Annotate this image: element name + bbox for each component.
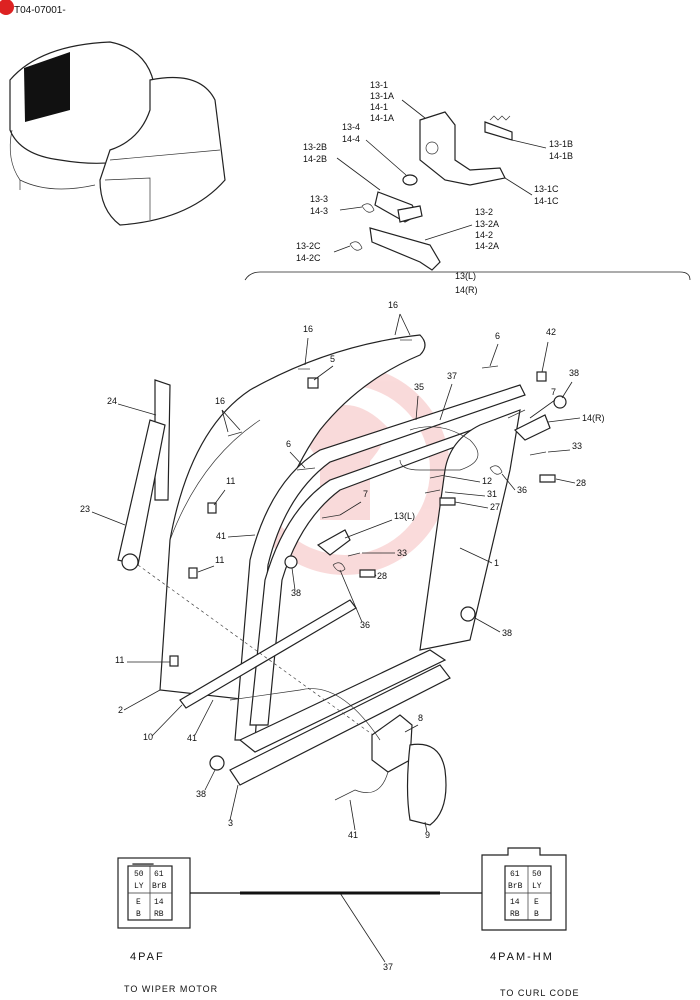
callout-c-13-1A: 13-1A [370, 91, 394, 101]
callout-c-7a: 7 [551, 387, 556, 397]
callout-c-14R: 14(R) [582, 413, 605, 423]
callout-c-24: 24 [107, 396, 117, 406]
pin-4paf-r2c1: 14 [154, 898, 164, 907]
callout-c-41a: 41 [216, 531, 226, 541]
callout-c-8: 8 [418, 713, 423, 723]
cab-thumbnail [9, 41, 226, 226]
pin-4paf-r2c0: E [136, 898, 141, 907]
pin-4pam-r1c0: BrB [508, 882, 523, 891]
callout-c-16b: 16 [303, 324, 313, 334]
callout-c-37a: 37 [447, 371, 457, 381]
callout-c-6a: 6 [495, 331, 500, 341]
callout-c-36b: 36 [360, 620, 370, 630]
hinge-subassembly [244, 99, 691, 281]
callout-c-41b: 41 [187, 733, 197, 743]
pin-4pam-r0c0: 61 [510, 870, 520, 879]
leader-lines [91, 313, 581, 963]
callout-c-28a: 28 [576, 478, 586, 488]
callout-c-38c: 38 [502, 628, 512, 638]
callout-c-42: 42 [546, 327, 556, 337]
callout-c-14R-top: 14(R) [455, 285, 478, 295]
callout-c-3: 3 [228, 818, 233, 828]
callout-c-11b: 11 [215, 555, 224, 565]
callout-c-14-4: 14-4 [342, 134, 360, 144]
callout-c-13L: 13(L) [394, 511, 415, 521]
callout-c-14-1A: 14-1A [370, 113, 394, 123]
connector-4pam-caption: TO CURL CODE [500, 988, 580, 998]
callout-c-14-2B: 14-2B [303, 154, 327, 164]
callout-c-33a: 33 [572, 441, 582, 451]
pin-4paf-r0c0: 50 [134, 870, 144, 879]
callout-c-14-2A: 14-2A [475, 241, 499, 251]
callout-c-38d: 38 [196, 789, 206, 799]
callout-c-13-1C: 13-1C [534, 184, 559, 194]
callout-c-11c: 11 [115, 655, 124, 665]
callout-c-14-2: 14-2 [475, 230, 493, 240]
pin-4paf-r1c0: LY [134, 882, 144, 891]
callout-c-28b: 28 [377, 571, 387, 581]
connector-4paf-name: 4PAF [130, 951, 165, 963]
callout-c-31: 31 [487, 489, 497, 499]
callout-c-14-1B: 14-1B [549, 151, 573, 161]
pin-4pam-r3c1: B [534, 910, 539, 919]
callout-c-13-1B: 13-1B [549, 139, 573, 149]
pin-4paf-r3c0: B [136, 910, 141, 919]
callout-c-2: 2 [118, 705, 123, 715]
callout-c-6b: 6 [286, 439, 291, 449]
callout-labels: 13-113-1A14-114-1A13-414-413-2B14-2B13-3… [80, 80, 605, 972]
callout-c-9: 9 [425, 830, 430, 840]
pin-4paf-r3c1: RB [154, 910, 164, 919]
callout-c-5: 5 [330, 354, 335, 364]
connector-4paf-caption: TO WIPER MOTOR [124, 984, 218, 994]
callout-c-13L-top: 13(L) [455, 271, 476, 281]
callout-c-11a: 11 [226, 476, 235, 486]
connector-4pam-hm: 61 50 BrB LY 14 E RB B 4PAM-HM TO CURL C… [481, 847, 580, 998]
connector-4paf: 50 61 LY BrB E 14 B RB 4PAF TO WIPER MOT… [117, 857, 218, 994]
callout-c-13-4: 13-4 [342, 122, 360, 132]
pin-4paf-r1c1: BrB [152, 882, 167, 891]
callout-c-23: 23 [80, 504, 90, 514]
callout-c-13-2C: 13-2C [296, 241, 321, 251]
page-badge: T04-07001- [0, 0, 66, 16]
callout-c-33b: 33 [397, 548, 407, 558]
callout-c-13-2: 13-2 [475, 207, 493, 217]
pin-4pam-r2c1: E [534, 898, 539, 907]
callout-c-1: 1 [494, 558, 499, 568]
callout-c-14-1: 14-1 [370, 102, 388, 112]
callout-c-10: 10 [143, 732, 153, 742]
callout-c-14-3: 14-3 [310, 206, 328, 216]
callout-c-12: 12 [482, 476, 492, 486]
callout-c-13-2A: 13-2A [475, 219, 499, 229]
pin-4pam-r2c0: 14 [510, 898, 520, 907]
pin-4paf-r0c1: 61 [154, 870, 164, 879]
connector-4pam-name: 4PAM-HM [490, 951, 554, 963]
callout-c-37b: 37 [383, 962, 393, 972]
callout-c-13-1: 13-1 [370, 80, 388, 90]
callout-c-41c: 41 [348, 830, 358, 840]
callout-c-16c: 16 [215, 396, 225, 406]
callout-c-14-1C: 14-1C [534, 196, 559, 206]
callout-c-38b: 38 [291, 588, 301, 598]
callout-c-36a: 36 [517, 485, 527, 495]
callout-c-35: 35 [414, 382, 424, 392]
callout-c-27: 27 [490, 502, 500, 512]
pin-4pam-r3c0: RB [510, 910, 520, 919]
callout-c-38a: 38 [569, 368, 579, 378]
callout-c-7b: 7 [363, 489, 368, 499]
callout-c-16a: 16 [388, 300, 398, 310]
callout-c-13-3: 13-3 [310, 194, 328, 204]
callout-c-13-2B: 13-2B [303, 142, 327, 152]
callout-c-14-2C: 14-2C [296, 253, 321, 263]
pin-4pam-r1c1: LY [532, 882, 542, 891]
pin-4pam-r0c1: 50 [532, 870, 542, 879]
page-code: T04-07001- [14, 5, 66, 16]
